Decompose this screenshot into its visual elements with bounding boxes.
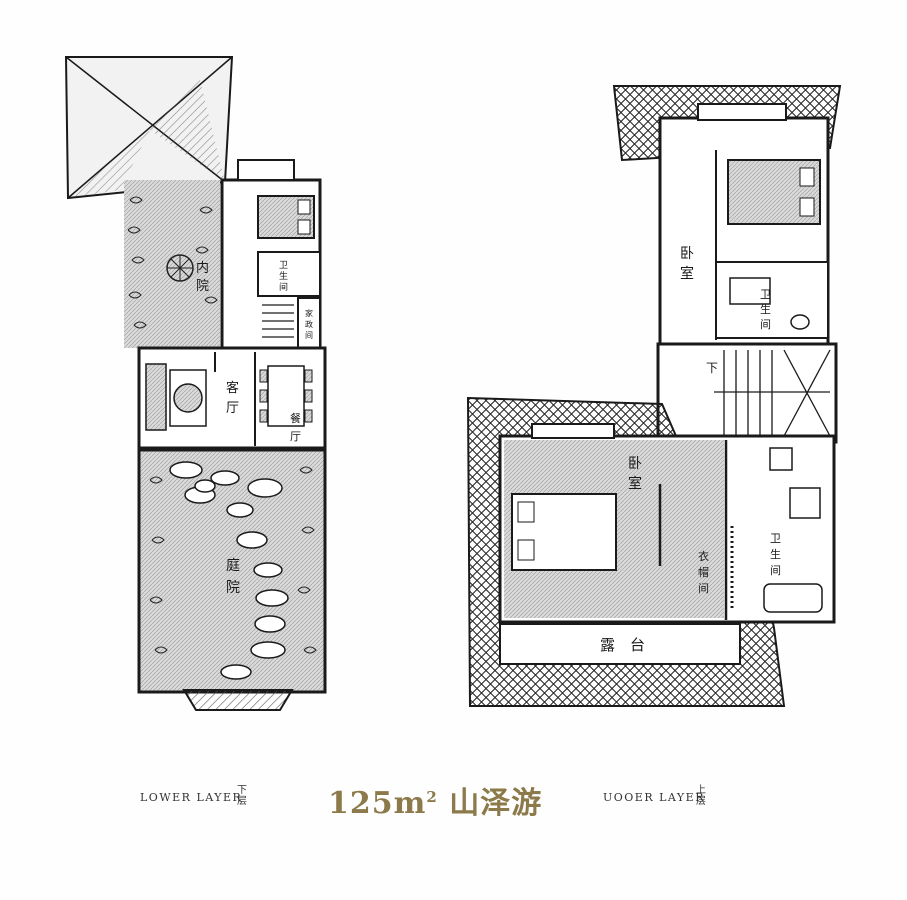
label-garden-2: 院 [226,580,240,596]
living-dining-block [137,346,327,450]
stepping-stones [169,461,289,680]
label-housekeeping-3: 间 [305,331,313,340]
lower-floor: 内 院 卫 生 间 家 政 间 客 厅 餐 厅 庭 院 [64,56,327,711]
front-garden [137,448,327,711]
sofa-icon [145,363,167,431]
label-stair-down: 下 [706,361,718,375]
label-housekeeping-2: 政 [305,319,313,329]
label-lower-bath-1: 卫 [279,261,288,271]
entrance-step-icon [182,689,294,711]
label-closet-2: 帽 [698,566,709,579]
coffee-table-icon [173,383,203,413]
label-garden-1: 庭 [226,557,240,574]
plan-title: 125m2 山泽游 [328,778,542,822]
title-name: 山泽游 [449,786,543,821]
label-inner-courtyard-1: 内 [196,260,209,276]
title-area-superscript: 2 [426,788,438,806]
label-bedroom-north-1: 卧 [680,246,694,262]
courtyard-leaves [127,196,218,329]
terrace-area [499,623,741,665]
label-housekeeping-1: 家 [305,308,313,318]
label-lower-bath-3: 间 [279,281,288,293]
label-living-1: 客 [226,380,239,396]
label-bath-south-3: 间 [770,564,781,577]
stair-icon [714,349,831,437]
label-inner-courtyard-2: 院 [196,279,209,294]
label-bath-south-1: 卫 [770,532,781,545]
lower-floor-caption-cn: 下层 [237,785,247,807]
dining-table-icon [267,365,305,427]
label-terrace-2: 台 [630,636,645,654]
label-bath-south-2: 生 [770,547,781,561]
upper-floor-caption: UOOER LAYER [603,791,705,804]
toilet-icon [790,314,810,330]
upper-floor: 卧 室 卫 生 间 下 卧 室 衣 帽 间 卫 生 间 露 台 [466,85,842,707]
label-dining-1: 餐 [290,411,301,425]
label-living-2: 厅 [226,401,239,416]
label-bath-north-1: 卫 [760,288,771,301]
label-closet-3: 间 [698,582,709,595]
umbrella-canopy-icon [64,56,234,200]
title-area: 125m [328,786,427,821]
label-bedroom-north-2: 室 [680,265,694,282]
label-closet-1: 衣 [698,549,709,563]
label-dining-2: 厅 [290,430,301,443]
label-bedroom-south-2: 室 [628,475,642,492]
label-bath-north-2: 生 [760,302,771,316]
label-lower-bath-2: 生 [279,270,288,282]
bathtub-icon [763,583,823,613]
upper-floor-caption-cn: 上层 [696,785,706,807]
label-bedroom-south-1: 卧 [628,456,642,472]
lower-floor-caption: LOWER LAYER [140,791,243,804]
label-bath-north-3: 间 [760,318,771,331]
label-terrace-1: 露 [600,636,615,654]
inner-courtyard-planting [124,180,220,348]
